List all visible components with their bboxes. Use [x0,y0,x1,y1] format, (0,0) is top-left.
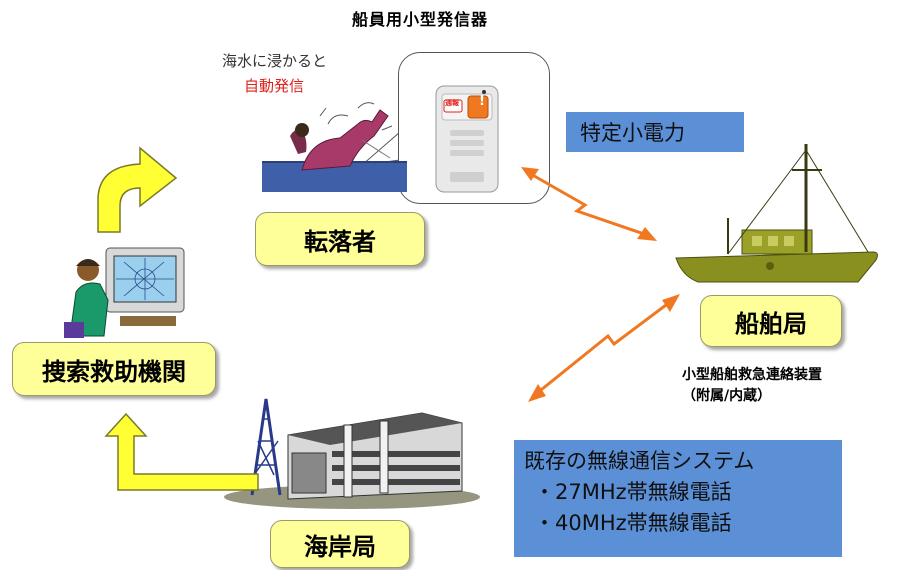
note-seawater: 海水に浸かると [222,52,328,70]
coast-label: 海岸局 [304,532,376,561]
falling-person-icon [262,102,407,192]
existing-system-title: 既存の無線通信システム [524,449,755,473]
specified-low-power-label: 特定小電力 [580,121,685,145]
diagram-title: 船員用小型発信器 [352,10,489,29]
fishing-boat-icon [675,144,878,283]
coast-label-box: 海岸局 [270,520,410,568]
transmitter-device-icon [435,85,499,193]
device-button-mark: ! [479,94,485,109]
person-label-box: 転落者 [255,212,425,266]
note-auto-transmit: 自動発信 [244,77,305,95]
curved-arrow-up-icon [97,146,178,233]
coast-station-building-icon [224,398,480,509]
ship-label: 船舶局 [735,309,807,338]
existing-radio-system-box: 既存の無線通信システム ・27MHz帯無線電話 ・40MHz帯無線電話 [514,440,842,557]
person-label: 転落者 [304,227,376,256]
specified-low-power-box: 特定小電力 [566,112,744,152]
rescue-operator-computer-icon [64,247,185,338]
radio-link-upper-icon [521,167,657,241]
existing-system-item-40mhz: ・40MHz帯無線電話 [534,511,732,535]
ship-device-caption: 小型船舶救急連絡装置 （附属/内蔵） [682,365,822,407]
ship-device-line2: （附属/内蔵） [682,388,772,404]
l-shaped-arrow-icon [104,412,259,491]
ship-device-line1: 小型船舶救急連絡装置 [682,367,822,383]
existing-system-item-27mhz: ・27MHz帯無線電話 [534,480,732,504]
device-screen-text: 通報 [445,99,459,107]
radio-link-lower-icon [528,294,680,402]
rescue-agency-label: 捜索救助機関 [42,357,186,386]
ship-label-box: 船舶局 [700,295,842,347]
rescue-agency-label-box: 捜索救助機関 [12,342,216,396]
